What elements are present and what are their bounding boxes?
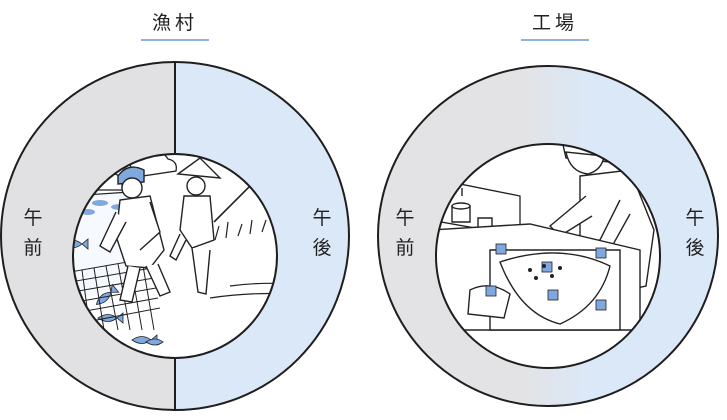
factory-ring-label-pm: 午 後	[684, 203, 706, 263]
factory-ring-label-am: 午 前	[394, 203, 416, 263]
factory-inner-circle	[435, 143, 661, 369]
factory-ring-label-pm-char1: 午	[685, 207, 705, 229]
title-fishing-village: 漁村	[151, 12, 198, 34]
fishing-inner-circle	[72, 153, 278, 359]
title-underline-factory	[521, 39, 589, 41]
fishing-scene	[73, 154, 277, 358]
title-factory: 工場	[531, 12, 578, 34]
fishing-ring-label-pm-char1: 午	[312, 207, 332, 229]
fishing-ring-label-pm: 午 後	[311, 203, 333, 263]
fishing-ring-label-am: 午 前	[22, 203, 44, 263]
factory-ring-label-pm-char2: 後	[685, 237, 705, 259]
fishing-ring-label-am-char2: 前	[23, 237, 43, 259]
fishing-ring-label-pm-char2: 後	[312, 237, 332, 259]
fishing-ring-label-am-char1: 午	[23, 207, 43, 229]
title-underline-fishing-village	[141, 39, 209, 41]
factory-scene	[436, 144, 660, 368]
factory-ring-label-am-char2: 前	[395, 237, 415, 259]
factory-ring-label-am-char1: 午	[395, 207, 415, 229]
